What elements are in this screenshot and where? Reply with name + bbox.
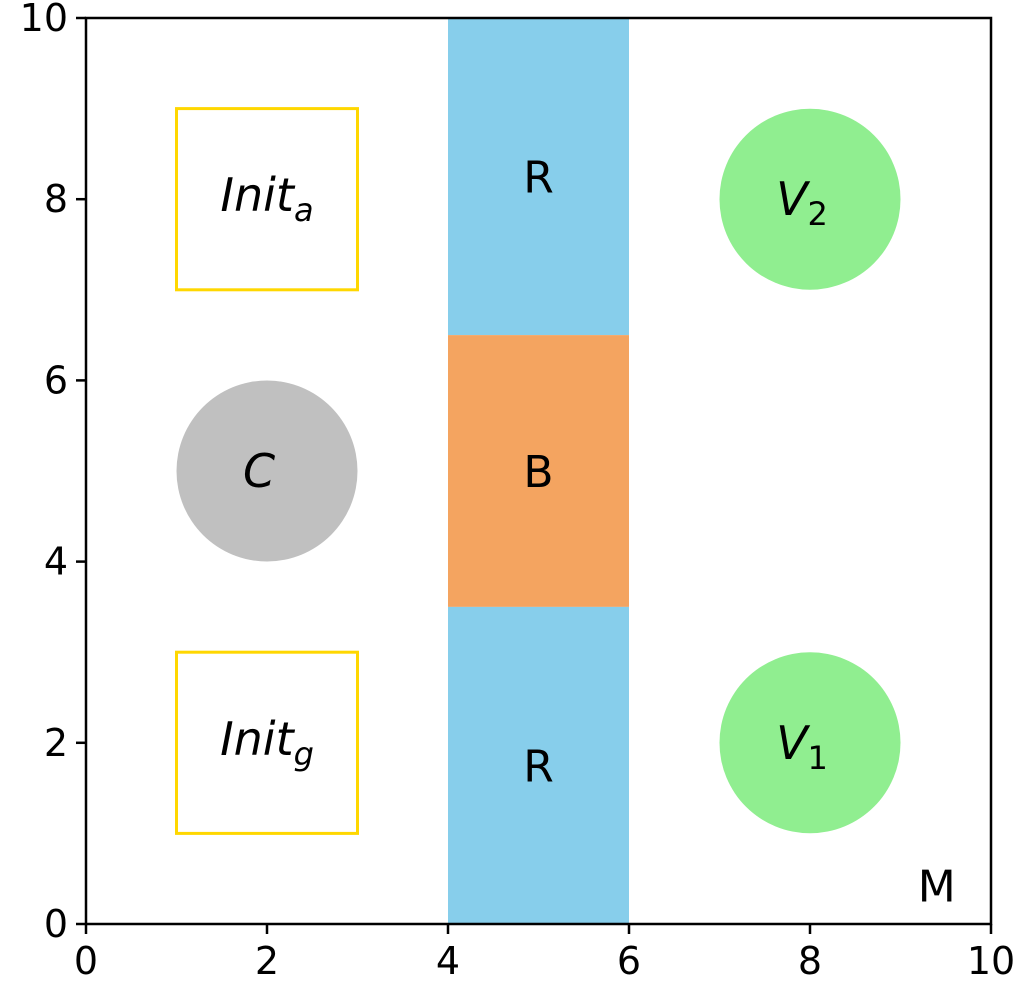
- y-tick-label: 8: [44, 177, 68, 221]
- box-label-base: Init: [220, 168, 296, 222]
- y-tick-label: 2: [44, 721, 68, 765]
- circle-label-v1: V1: [776, 716, 828, 777]
- circle-v2: [719, 108, 901, 290]
- region-label-r-top: R: [523, 153, 554, 204]
- region-label-b-mid: B: [523, 447, 553, 498]
- plot-frame: [84, 16, 993, 926]
- x-tick-label: 4: [436, 939, 460, 983]
- x-tick-label: 0: [74, 939, 98, 983]
- y-tick-label: 6: [44, 358, 68, 402]
- box-label-init-a: Inita: [220, 168, 313, 229]
- box-init-a: [175, 107, 359, 292]
- circle-label-sub: 2: [808, 195, 828, 233]
- y-tick-label: 0: [44, 902, 68, 946]
- region-b-mid: [448, 335, 629, 607]
- region-r-bottom: [448, 606, 629, 924]
- axes-border: [84, 16, 993, 926]
- y-tick-label: 4: [44, 540, 68, 584]
- box-label-init-g: Initg: [220, 712, 314, 773]
- region-label-r-bottom: R: [523, 741, 554, 792]
- circle-v1: [719, 652, 901, 834]
- axis-ticks: 0 2 4 6 8 10 0 2 4 6 8 10: [20, 0, 1016, 983]
- corner-label-m: M: [918, 861, 956, 912]
- circle-label-base: V: [776, 716, 811, 770]
- y-tick-label: 10: [20, 0, 68, 40]
- box-label-sub: a: [294, 191, 314, 229]
- circle-label-v2: V2: [776, 172, 828, 233]
- region-r-top: [448, 18, 629, 336]
- x-tick-label: 8: [798, 939, 822, 983]
- circle-c: [176, 380, 358, 562]
- x-tick-label: 10: [967, 939, 1015, 983]
- circle-label-base: V: [776, 172, 811, 226]
- box-label-base: Init: [220, 712, 296, 766]
- box-label-sub: g: [294, 735, 314, 773]
- circle-label-c: C: [243, 444, 275, 498]
- box-init-g: [175, 650, 359, 835]
- circle-label-base: C: [243, 444, 275, 498]
- regions-layer: R B R: [448, 18, 629, 924]
- circle-label-sub: 1: [808, 739, 828, 777]
- x-tick-label: 6: [617, 939, 641, 983]
- x-tick-label: 2: [255, 939, 279, 983]
